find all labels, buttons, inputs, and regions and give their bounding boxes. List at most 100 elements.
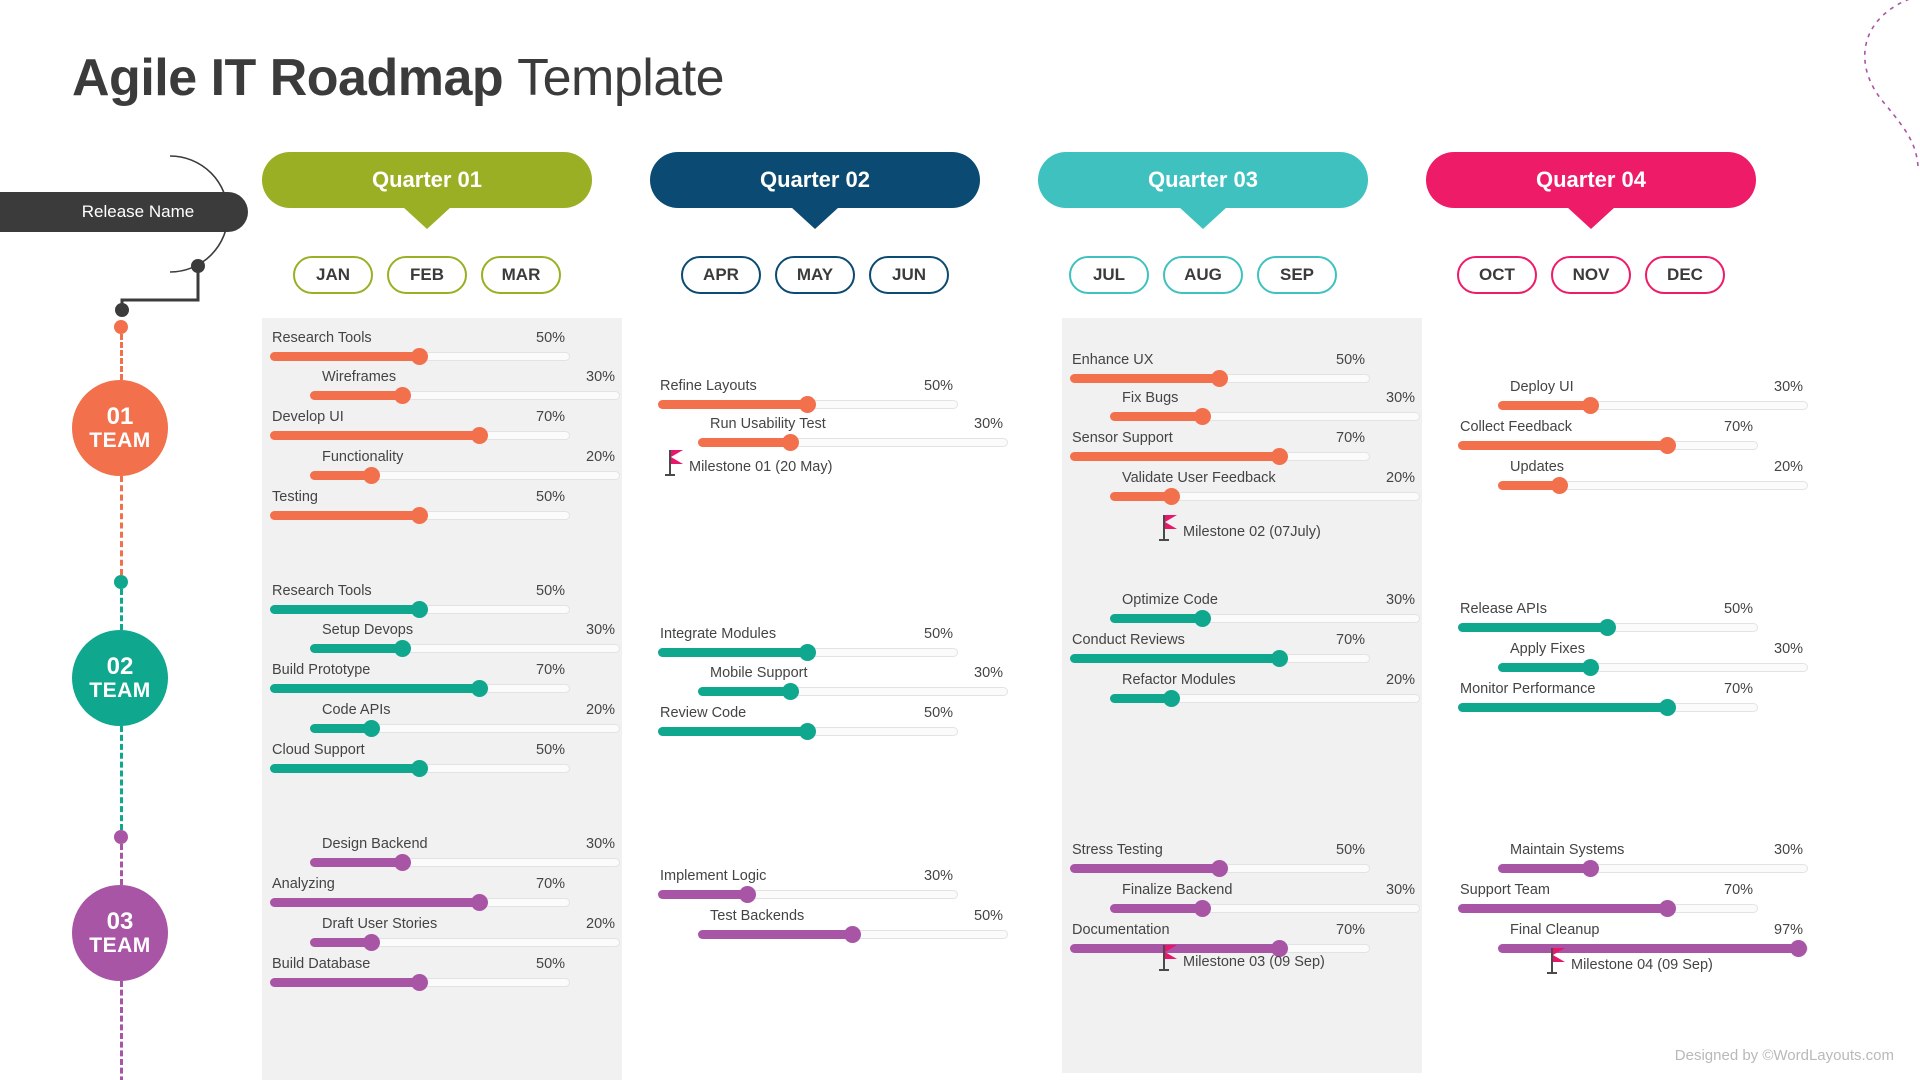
- progress-knob[interactable]: [1582, 860, 1599, 877]
- month-pill-mar[interactable]: MAR: [481, 256, 561, 294]
- progress-knob[interactable]: [394, 387, 411, 404]
- progress-knob[interactable]: [1582, 397, 1599, 414]
- progress-knob[interactable]: [471, 680, 488, 697]
- task-percent: 50%: [1724, 601, 1754, 617]
- progress-knob[interactable]: [471, 427, 488, 444]
- progress-knob[interactable]: [1659, 437, 1676, 454]
- progress-knob[interactable]: [799, 644, 816, 661]
- progress-fill: [310, 858, 403, 867]
- month-pill-aug[interactable]: AUG: [1163, 256, 1243, 294]
- task-label: Code APIs: [322, 702, 391, 718]
- designer-credit: Designed by ©WordLayouts.com: [1674, 1047, 1894, 1064]
- task-label: Finalize Backend: [1122, 882, 1233, 898]
- progress-knob[interactable]: [1551, 477, 1568, 494]
- progress-knob[interactable]: [363, 467, 380, 484]
- progress-knob[interactable]: [1194, 408, 1211, 425]
- task-label: Sensor Support: [1072, 430, 1173, 446]
- progress-fill: [1458, 703, 1668, 712]
- progress-knob[interactable]: [411, 760, 428, 777]
- progress-knob[interactable]: [1789, 940, 1807, 957]
- progress-knob[interactable]: [739, 886, 756, 903]
- task-percent: 50%: [536, 956, 566, 972]
- task-label: Monitor Performance: [1460, 681, 1596, 697]
- month-pill-oct[interactable]: OCT: [1457, 256, 1537, 294]
- quarter-header-4[interactable]: Quarter 04: [1426, 152, 1756, 229]
- month-pill-jan[interactable]: JAN: [293, 256, 373, 294]
- progress-fill: [698, 438, 791, 447]
- progress-knob[interactable]: [782, 434, 799, 451]
- progress-knob[interactable]: [799, 723, 816, 740]
- progress-fill: [1458, 441, 1668, 450]
- milestone-marker[interactable]: Milestone 04 (09 Sep): [1547, 948, 1713, 974]
- progress-knob[interactable]: [411, 601, 428, 618]
- team-number: 02: [106, 652, 134, 680]
- progress-knob[interactable]: [1163, 488, 1180, 505]
- milestone-marker[interactable]: Milestone 02 (07July): [1159, 515, 1321, 541]
- progress-knob[interactable]: [363, 720, 380, 737]
- progress-knob[interactable]: [799, 396, 816, 413]
- month-pill-dec[interactable]: DEC: [1645, 256, 1725, 294]
- page-title-light: Template: [517, 49, 725, 107]
- quarter-header-2[interactable]: Quarter 02: [650, 152, 980, 229]
- progress-knob[interactable]: [394, 854, 411, 871]
- progress-knob[interactable]: [844, 926, 861, 943]
- quarter-header-pointer-icon: [1179, 207, 1227, 229]
- progress-knob[interactable]: [1582, 659, 1599, 676]
- task-label: Support Team: [1460, 882, 1551, 898]
- quarter-header-3[interactable]: Quarter 03: [1038, 152, 1368, 229]
- progress-knob[interactable]: [1659, 900, 1676, 917]
- task-percent: 30%: [924, 868, 954, 884]
- month-pill-sep[interactable]: SEP: [1257, 256, 1337, 294]
- milestone-marker[interactable]: Milestone 01 (20 May): [665, 450, 833, 476]
- month-pill-jul[interactable]: JUL: [1069, 256, 1149, 294]
- progress-knob[interactable]: [1194, 610, 1211, 627]
- progress-knob[interactable]: [1659, 699, 1676, 716]
- progress-fill: [1110, 614, 1203, 623]
- release-connector: [115, 155, 229, 317]
- task-label: Collect Feedback: [1460, 419, 1573, 435]
- progress-fill: [698, 687, 791, 696]
- month-pill-feb[interactable]: FEB: [387, 256, 467, 294]
- team-dashed-line: [120, 981, 123, 1080]
- task-percent: 20%: [586, 916, 616, 932]
- progress-knob[interactable]: [394, 640, 411, 657]
- month-pill-may[interactable]: MAY: [775, 256, 855, 294]
- progress-knob[interactable]: [411, 348, 428, 365]
- progress-fill: [1498, 663, 1591, 672]
- progress-knob[interactable]: [1211, 370, 1228, 387]
- task-percent: 30%: [1386, 592, 1416, 608]
- progress-knob[interactable]: [1194, 900, 1211, 917]
- task-percent: 50%: [924, 626, 954, 642]
- progress-knob[interactable]: [411, 507, 428, 524]
- month-pill-nov[interactable]: NOV: [1551, 256, 1631, 294]
- progress-fill: [270, 684, 480, 693]
- month-pill-apr[interactable]: APR: [681, 256, 761, 294]
- task-percent: 70%: [536, 876, 566, 892]
- progress-knob[interactable]: [782, 683, 799, 700]
- progress-knob[interactable]: [1599, 619, 1616, 636]
- progress-fill: [270, 898, 480, 907]
- quarter-header-label: Quarter 04: [1535, 167, 1647, 192]
- milestone-label: Milestone 01 (20 May): [689, 459, 833, 475]
- progress-knob[interactable]: [1271, 650, 1288, 667]
- milestone-marker[interactable]: Milestone 03 (09 Sep): [1159, 945, 1325, 971]
- task-label: Functionality: [322, 449, 404, 465]
- progress-knob[interactable]: [1163, 690, 1180, 707]
- progress-knob[interactable]: [411, 974, 428, 991]
- month-pill-group: APR MAY JUN: [650, 256, 980, 294]
- team-word: TEAM: [89, 428, 151, 452]
- milestone-label: Milestone 03 (09 Sep): [1183, 954, 1325, 970]
- quarter-header-1[interactable]: Quarter 01: [262, 152, 592, 229]
- progress-knob[interactable]: [363, 934, 380, 951]
- task-percent: 30%: [1774, 641, 1804, 657]
- task-percent: 30%: [1386, 390, 1416, 406]
- progress-knob[interactable]: [471, 894, 488, 911]
- task-label: Conduct Reviews: [1072, 632, 1185, 648]
- progress-knob[interactable]: [1211, 860, 1228, 877]
- progress-knob[interactable]: [1271, 448, 1288, 465]
- month-pill-jun[interactable]: JUN: [869, 256, 949, 294]
- progress-knob[interactable]: [1271, 940, 1288, 957]
